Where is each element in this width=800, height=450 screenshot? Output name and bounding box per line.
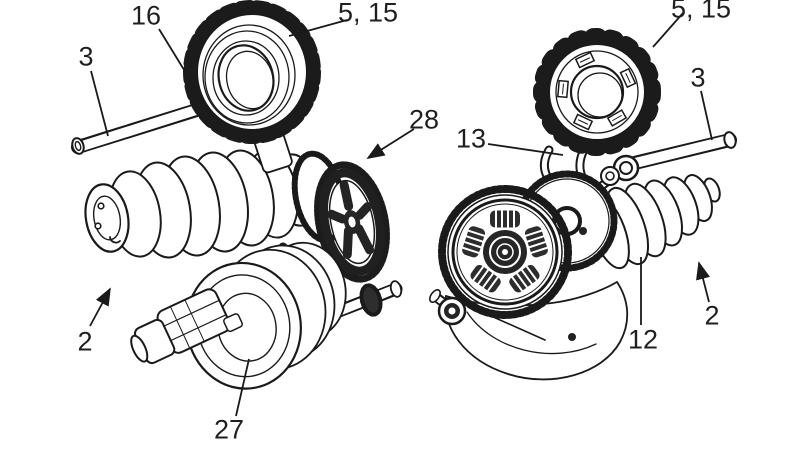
- ref-label-16: 16: [130, 0, 162, 31]
- ref-label-2-right: 2: [704, 300, 720, 331]
- left-shaft-rod: [71, 97, 223, 155]
- leader-2-right: [696, 261, 710, 303]
- leader-lines: [89, 12, 713, 417]
- helical-gear-left: [183, 0, 321, 144]
- leader-28: [366, 128, 415, 159]
- left-gear-assembly: [71, 0, 403, 390]
- ref-label-2-left: 2: [77, 326, 93, 357]
- ref-label-5-15-left: 5, 15: [337, 0, 399, 28]
- ref-label-27: 27: [213, 414, 245, 445]
- dark-gear-28: [314, 161, 390, 283]
- spline-coupler: [130, 288, 243, 365]
- stamp-marks: [557, 51, 637, 131]
- leader-3-left: [90, 70, 109, 137]
- leader-5-15-right: [652, 12, 684, 48]
- leader-16: [158, 28, 198, 92]
- right-gear-assembly: [429, 28, 737, 381]
- right-shaft-rod: [615, 131, 737, 173]
- ref-label-5-15-right: 5, 15: [670, 0, 732, 24]
- leader-13: [487, 143, 564, 156]
- ref-label-3-right: 3: [690, 62, 706, 93]
- damper-springs: [462, 210, 548, 293]
- bevel-gear-right: [533, 28, 661, 156]
- leader-5-15-left: [288, 19, 348, 37]
- ref-label-12: 12: [627, 324, 659, 355]
- ref-label-13: 13: [455, 123, 487, 154]
- leader-2-left: [89, 287, 111, 327]
- damper-gear: [438, 185, 572, 319]
- ref-label-3-left: 3: [78, 41, 94, 72]
- ref-label-28: 28: [408, 104, 440, 135]
- mounting-bolt: [429, 289, 467, 326]
- leader-3-right: [700, 90, 713, 141]
- leader-27: [235, 358, 250, 417]
